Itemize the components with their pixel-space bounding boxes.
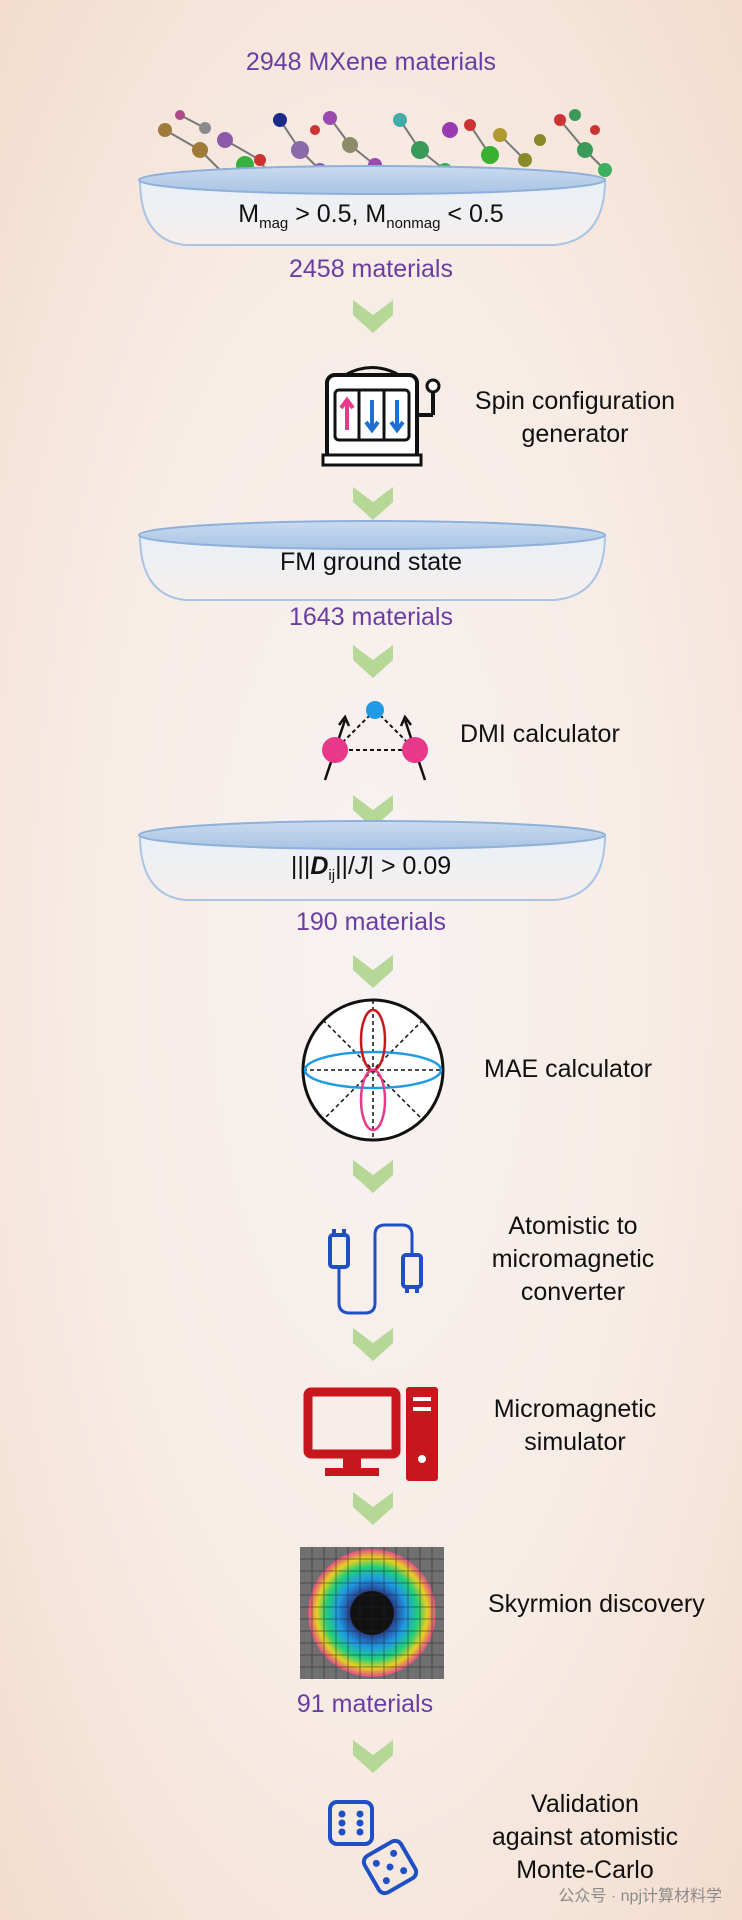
count-after-fm: 1643 materials <box>289 603 453 631</box>
cable-connector-icon <box>328 1223 423 1315</box>
count-after-dmi: 190 materials <box>295 908 447 936</box>
flow-arrow-1 <box>353 300 393 333</box>
flow-arrow-7 <box>353 1328 393 1361</box>
flow-arrow-6 <box>353 1160 393 1193</box>
dice-icon <box>328 1800 419 1896</box>
flow-arrow-4 <box>353 795 393 828</box>
filter-dish-fm <box>138 520 607 601</box>
flow-arrow-3 <box>353 645 393 678</box>
step-dmi-label: DMI calculator <box>460 720 620 748</box>
flow-arrow-5 <box>353 955 393 988</box>
count-after-filter: 2458 materials <box>289 255 453 283</box>
step-skyrmion-label: Skyrmion discovery <box>488 1590 705 1618</box>
step-mae-label: MAE calculator <box>484 1055 653 1083</box>
flow-arrow-8 <box>353 1492 393 1525</box>
filter-dmi-label: |||Dij||/J| > 0.09 <box>290 852 452 884</box>
filter-dish-magnetic <box>138 165 607 246</box>
dmi-triangle-icon <box>322 701 428 781</box>
anisotropy-circle-icon <box>301 998 445 1142</box>
count-after-skyrmion: 91 materials <box>296 1690 434 1718</box>
flow-arrow-2 <box>353 487 393 520</box>
count-start: 2948 MXene materials <box>245 48 497 76</box>
filter-magnetic-label: Mmag > 0.5, Mnonmag < 0.5 <box>238 200 504 232</box>
slot-machine-icon <box>321 366 441 467</box>
computer-icon <box>303 1387 438 1481</box>
filter-dish-dmi <box>138 820 607 901</box>
flow-arrow-9 <box>353 1740 393 1773</box>
filter-fm-label: FM ground state <box>279 548 463 576</box>
watermark: 公众号 · npj计算材料学 <box>558 1888 722 1905</box>
skyrmion-texture-icon <box>300 1547 444 1679</box>
